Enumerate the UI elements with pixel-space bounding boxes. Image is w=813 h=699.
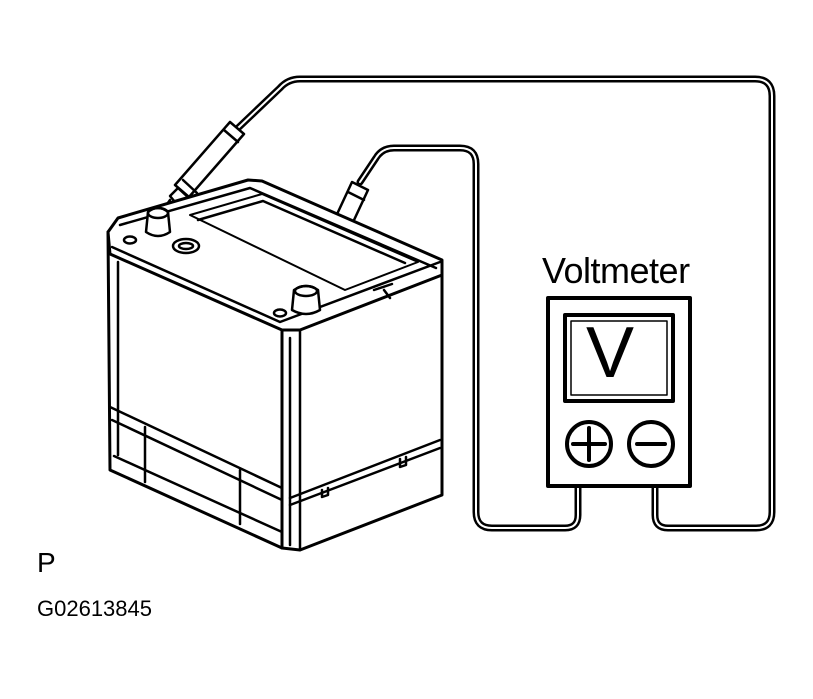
voltmeter-display-symbol: V [586,313,635,393]
figure-code: G02613845 [37,596,152,621]
figure-marker: P [37,547,56,578]
wire-positive [360,148,578,528]
battery [108,180,442,550]
probe-left [163,122,244,210]
voltmeter-label: Voltmeter [542,250,690,291]
voltmeter [548,298,690,486]
voltmeter-display [565,315,673,401]
